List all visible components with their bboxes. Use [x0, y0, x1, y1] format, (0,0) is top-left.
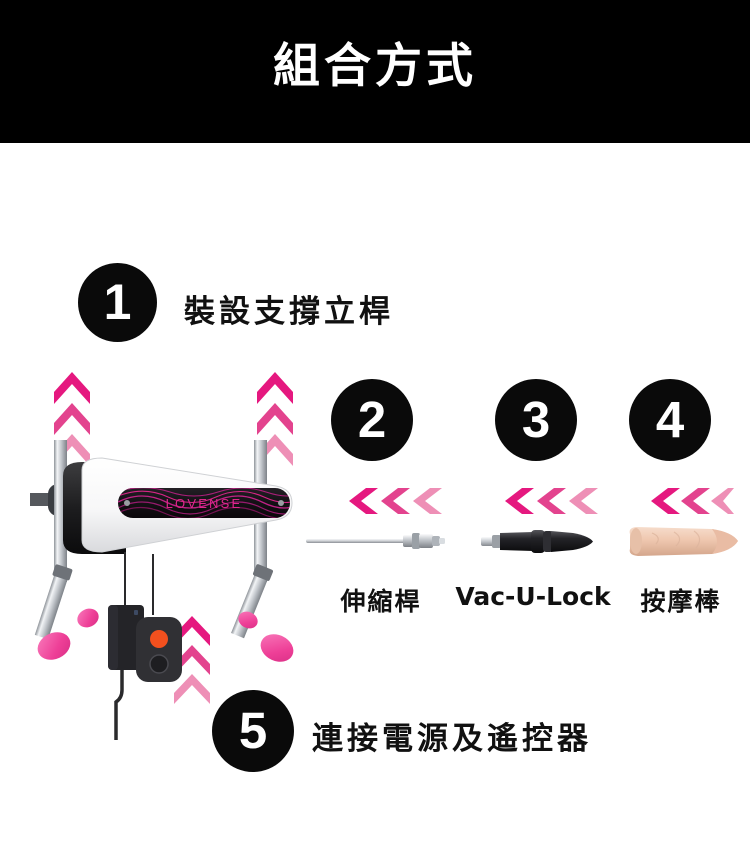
step-badge-5: 5 — [212, 690, 294, 772]
step-badge-1: 1 — [78, 263, 157, 342]
step-label-1: 裝設支撐立桿 — [184, 294, 394, 330]
accessory-telescopic-rod — [306, 528, 446, 559]
product-brand-label: LOVENSE — [166, 496, 243, 511]
accessory-massage-wand — [626, 520, 750, 569]
power-adapter — [108, 605, 144, 740]
chevron-group-left-wand — [644, 487, 734, 515]
accessory-label-wand: 按摩棒 — [640, 587, 722, 616]
step-badge-3: 3 — [495, 379, 577, 461]
header-band — [0, 0, 750, 143]
remote-control — [136, 617, 182, 682]
accessory-label-rod: 伸縮桿 — [340, 587, 422, 616]
accessory-vac-u-lock — [481, 524, 606, 563]
accessory-label-vac: Vac-U-Lock — [455, 582, 611, 611]
page-title: 組合方式 — [273, 39, 477, 94]
chevron-group-left-rod — [336, 487, 442, 515]
step-label-5: 連接電源及遙控器 — [312, 721, 592, 757]
chevron-group-left-vac — [492, 487, 598, 515]
product-illustration: LOVENSE — [24, 422, 330, 770]
step-badge-2: 2 — [331, 379, 413, 461]
step-badge-4: 4 — [629, 379, 711, 461]
